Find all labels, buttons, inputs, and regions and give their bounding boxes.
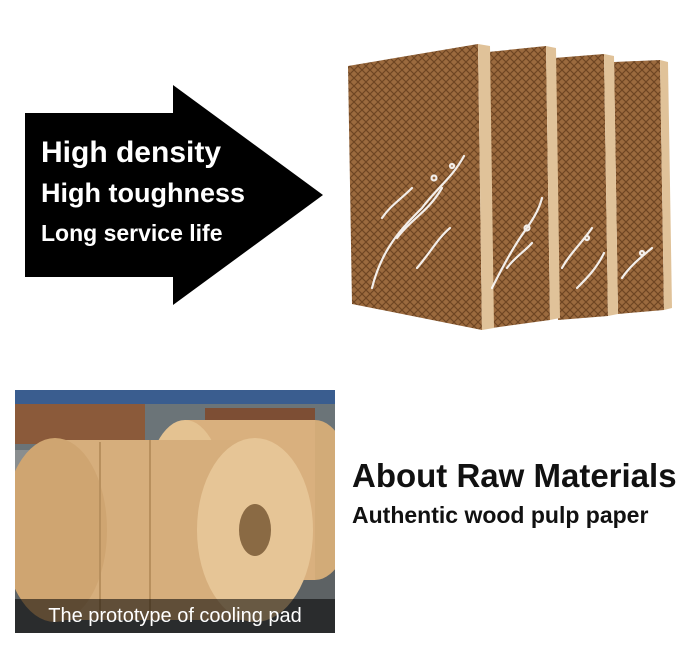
cooling-pad-3 <box>554 54 618 320</box>
cooling-pad-1 <box>348 44 494 330</box>
raw-materials-subtitle: Authentic wood pulp paper <box>352 502 649 528</box>
cooling-pad-4 <box>614 60 672 314</box>
photo-caption: The prototype of cooling pad <box>15 599 335 633</box>
feature-high-toughness: High toughness <box>41 178 245 208</box>
cooling-pads-image <box>342 38 682 338</box>
paper-rolls-photo: The prototype of cooling pad <box>15 390 335 633</box>
arrow-shape <box>25 85 323 305</box>
feature-list: High density High toughness Long service… <box>41 133 245 253</box>
water-splash <box>370 154 654 290</box>
cooling-pad-2 <box>488 46 560 328</box>
feature-arrow-banner: High density High toughness Long service… <box>25 85 325 305</box>
feature-long-service-life: Long service life <box>41 220 223 246</box>
raw-materials-title: About Raw Materials <box>352 457 677 494</box>
feature-high-density: High density <box>41 136 222 169</box>
